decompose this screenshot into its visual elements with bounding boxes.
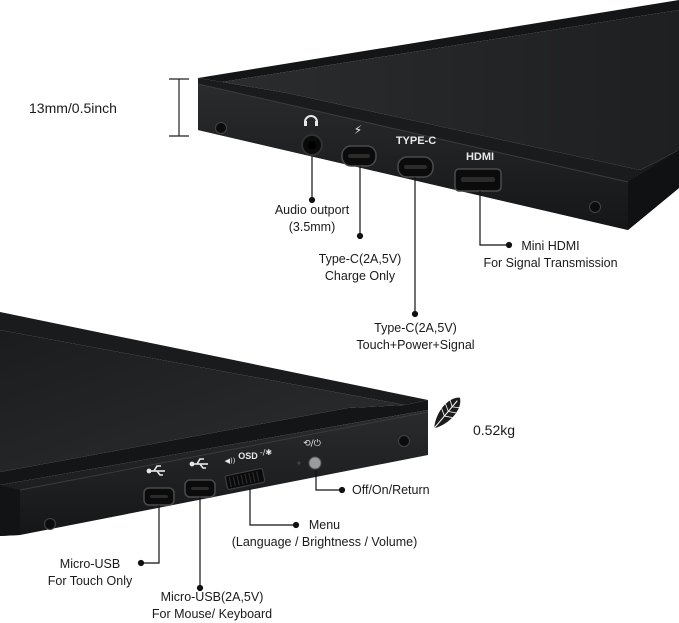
thickness-label: 13mm/0.5inch — [29, 100, 117, 116]
micro-power-callout: Micro-USB(2A,5V) For Mouse/ Keyboard — [138, 589, 286, 623]
power-button — [308, 456, 322, 470]
power-callout: Off/On/Return — [352, 483, 430, 497]
top-monitor-side — [628, 150, 679, 230]
typec-callout-line2: Touch+Power+Signal — [356, 338, 475, 352]
micro-touch-callout: Micro-USB For Touch Only — [34, 556, 146, 590]
charge-callout: Type-C(2A,5V) Charge Only — [300, 251, 420, 285]
hdmi-callout-line2: For Signal Transmission — [483, 256, 618, 270]
thickness-dimension — [169, 78, 189, 137]
micro-touch-callout-line2: For Touch Only — [47, 574, 133, 588]
audio-callout-line1: Audio outport — [274, 203, 350, 217]
bottom-callout-lines — [137, 470, 346, 592]
audio-callout: Audio outport (3.5mm) — [252, 202, 372, 236]
power-marking: ⚡ — [354, 123, 362, 137]
micro-touch-callout-line1: Micro-USB — [59, 557, 121, 571]
top-monitor-screen — [222, 10, 679, 170]
menu-callout: Menu (Language / Brightness / Volume) — [212, 517, 437, 551]
hdmi-callout: Mini HDMI For Signal Transmission — [468, 238, 633, 272]
feather-icon — [432, 397, 461, 431]
bottom-monitor-screen — [0, 330, 405, 472]
power-button-marking: ⟲/⏻ — [303, 438, 321, 449]
typec-callout-line1: Type-C(2A,5V) — [374, 321, 457, 335]
bottom-monitor-edge — [0, 410, 428, 536]
volume-marking: ◀)) — [225, 457, 236, 465]
bottom-monitor: ◀)) OSD -/✱ ⟲/⏻ — [0, 312, 429, 536]
menu-callout-line1: Menu — [308, 518, 341, 532]
osd-marking: OSD — [238, 451, 258, 461]
screw-icon — [589, 201, 601, 213]
weight-label: 0.52kg — [473, 422, 516, 438]
bottom-monitor-corner — [0, 485, 20, 536]
micro-power-callout-line1: Micro-USB(2A,5V) — [160, 590, 264, 604]
hdmi-marking: HDMI — [466, 151, 494, 163]
top-monitor: ⚡ TYPE-C HDMI — [197, 0, 679, 230]
top-callout-lines — [308, 156, 513, 318]
hdmi-callout-line1: Mini HDMI — [521, 239, 580, 253]
screw-icon — [44, 518, 56, 530]
typec-callout: Type-C(2A,5V) Touch+Power+Signal — [338, 320, 493, 354]
usb-icon — [146, 465, 165, 476]
usb-icon — [189, 458, 208, 469]
audio-callout-line2: (3.5mm) — [288, 220, 336, 234]
bottom-monitor-frame — [0, 400, 428, 485]
bottom-monitor-bezel — [0, 312, 428, 405]
type-c-marking: TYPE-C — [396, 135, 436, 147]
brightness-marking: -/✱ — [260, 448, 273, 457]
micro-power-callout-line2: For Mouse/ Keyboard — [151, 607, 273, 621]
menu-callout-line2: (Language / Brightness / Volume) — [231, 535, 418, 549]
headphone-icon — [304, 115, 318, 126]
charge-callout-line2: Charge Only — [324, 269, 396, 283]
top-monitor-bezel — [198, 0, 679, 82]
screw-icon — [215, 122, 227, 134]
screw-icon — [398, 435, 410, 447]
charge-callout-line1: Type-C(2A,5V) — [318, 252, 402, 266]
